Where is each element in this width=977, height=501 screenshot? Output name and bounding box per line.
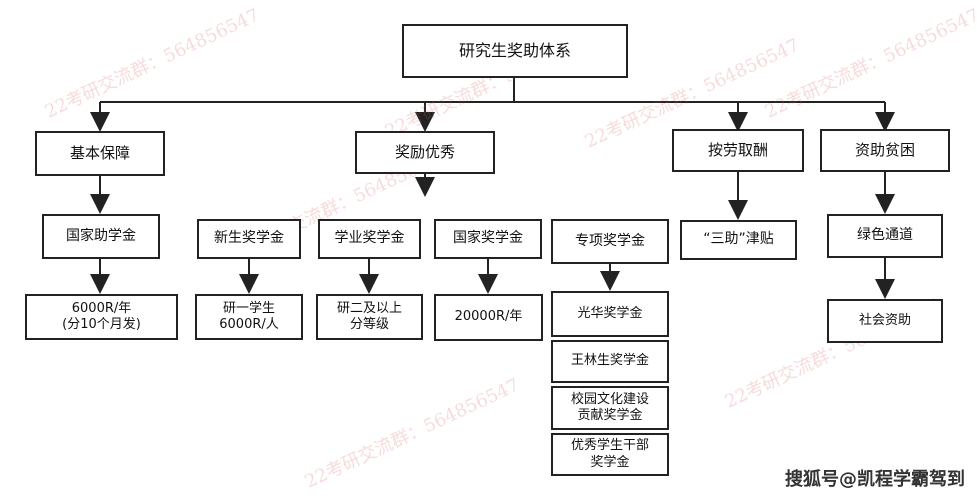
freshman-scholarship-box: 新生奖学金 bbox=[197, 219, 301, 259]
academic-scholarship-box: 学业奖学金 bbox=[318, 219, 421, 259]
special-scholarship-box: 专项奖学金 bbox=[551, 219, 669, 264]
category-work-box: 按劳取酬 bbox=[672, 129, 804, 172]
national-scholarship-box: 国家奖学金 bbox=[434, 219, 542, 259]
social-aid-box: 社会资助 bbox=[827, 299, 943, 343]
category-aid-box: 资助贫困 bbox=[820, 129, 950, 172]
three-assist-box: “三助”津贴 bbox=[680, 220, 797, 260]
category-excellence-box: 奖励优秀 bbox=[355, 131, 495, 174]
national-grant-amount-box: 6000R/年 (分10个月发) bbox=[25, 294, 178, 340]
special-item-wanglinsheng: 王林生奖学金 bbox=[551, 340, 669, 383]
national-grant-box: 国家助学金 bbox=[42, 214, 160, 259]
footer-watermark: 搜狐号@凯程学霸驾到 bbox=[785, 469, 965, 490]
academic-detail-box: 研二及以上 分等级 bbox=[316, 294, 423, 340]
title-box: 研究生奖助体系 bbox=[402, 24, 628, 78]
freshman-amount-box: 研一学生 6000R/人 bbox=[195, 294, 303, 340]
category-basic-box: 基本保障 bbox=[35, 131, 165, 176]
green-channel-box: 绿色通道 bbox=[827, 214, 943, 258]
special-item-student-leader: 优秀学生干部 奖学金 bbox=[551, 433, 669, 476]
special-item-guanghua: 光华奖学金 bbox=[551, 291, 669, 337]
special-item-campus-culture: 校园文化建设 贡献奖学金 bbox=[551, 386, 669, 430]
national-scholarship-amount-box: 20000R/年 bbox=[434, 294, 543, 341]
